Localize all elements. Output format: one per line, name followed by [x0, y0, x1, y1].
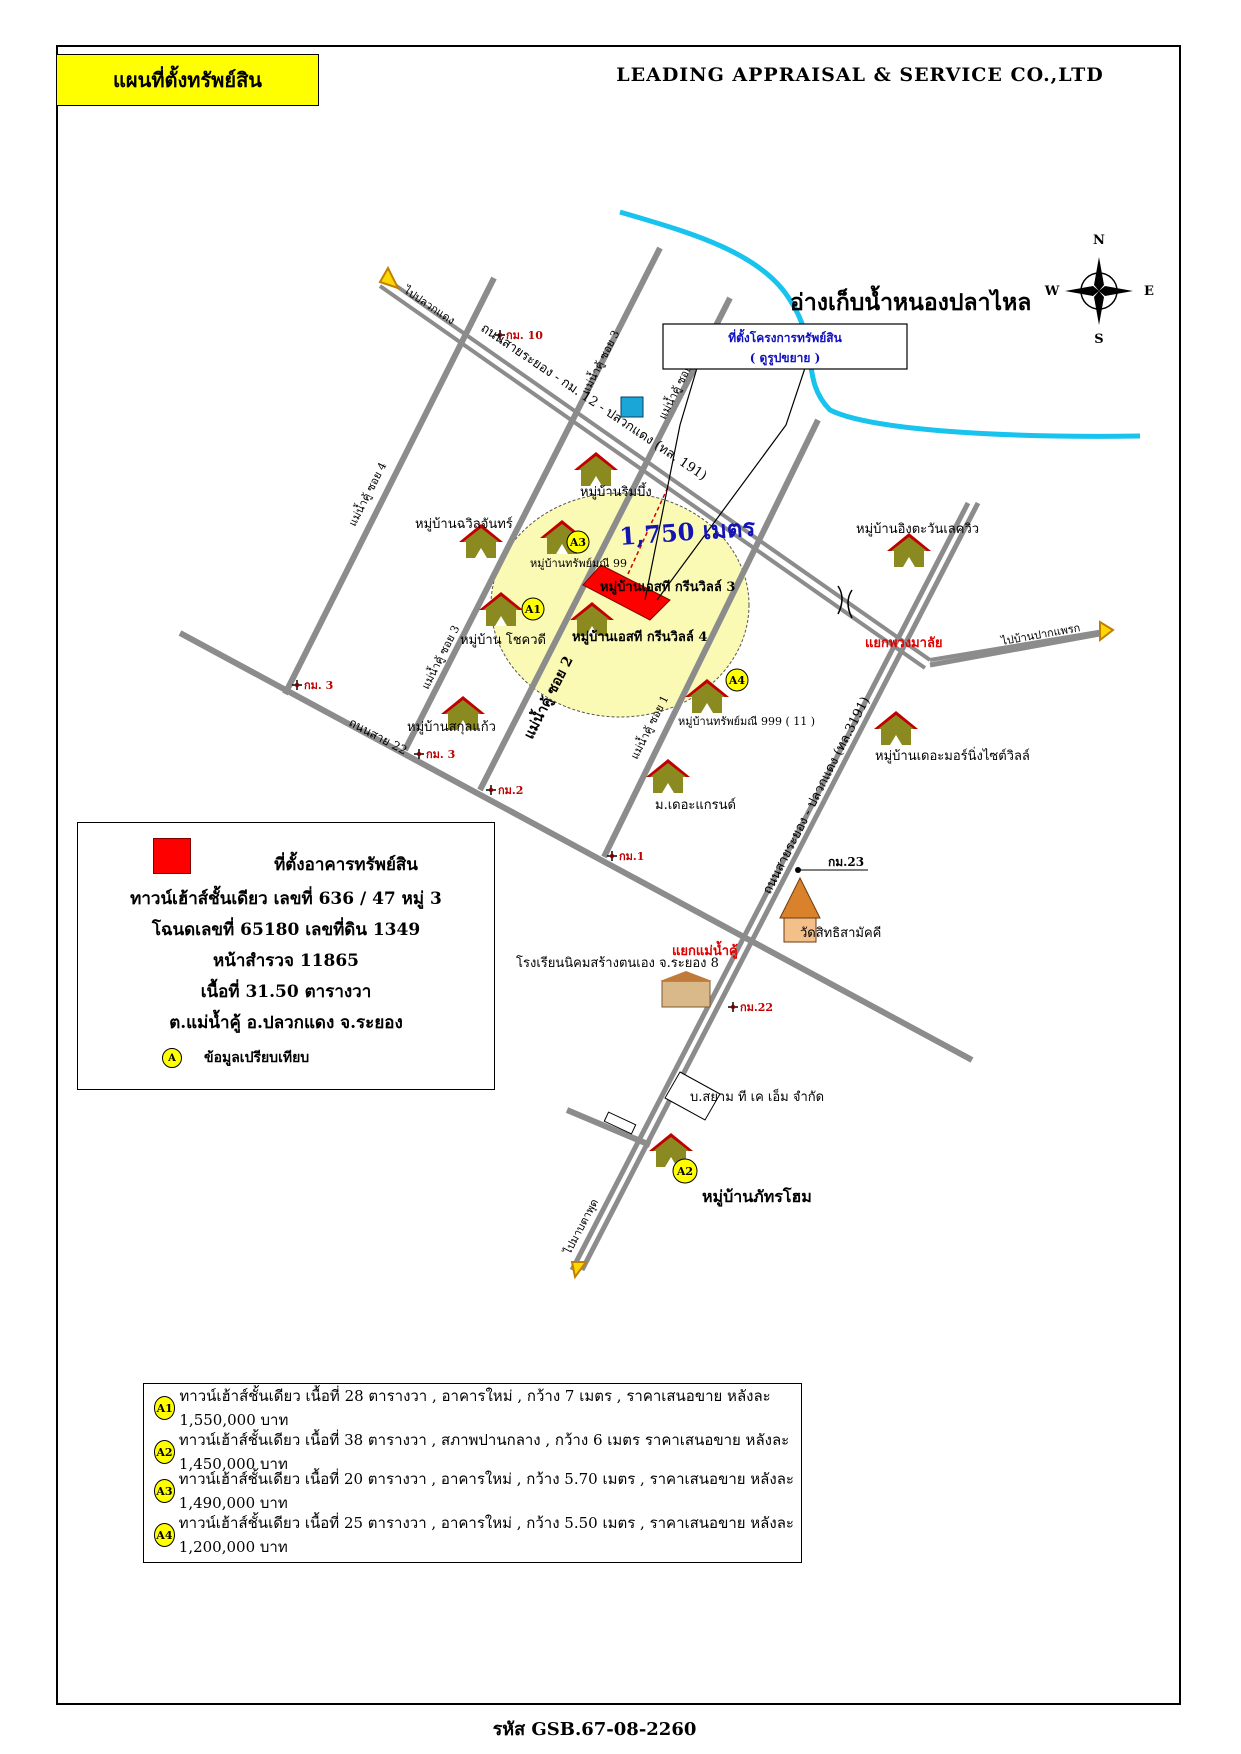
map-title: แผนที่ตั้งทรัพย์สิน [56, 54, 319, 106]
river [619, 209, 1141, 439]
soi-4-road [282, 276, 497, 696]
sth4-label: หมู่บ้านเอสที กรีนวิลล์ 4 [572, 629, 707, 645]
comparable-badge: A4 [154, 1523, 175, 1547]
km3a-label: กม. 3 [304, 679, 333, 692]
house-icon [887, 533, 931, 567]
legend-box: ที่ตั้งอาคารทรัพย์สิน ทาวน์เฮ้าส์ชั้นเดี… [77, 822, 495, 1090]
comparable-text: ทาวน์เฮ้าส์ชั้นเดียว เนื้อที่ 38 ตารางวา… [178, 1431, 790, 1473]
legend-line-2: ทาวน์เฮ้าส์ชั้นเดียว เลขที่ 636 / 47 หมู… [130, 889, 442, 909]
comparables-box: A1 ทาวน์เฮ้าส์ชั้นเดียว เนื้อที่ 28 ตารา… [143, 1383, 802, 1563]
temple-icon [779, 876, 821, 943]
side-road [565, 1107, 652, 1148]
comparable-text: ทาวน์เฮ้าส์ชั้นเดียว เนื้อที่ 20 ตารางวา… [178, 1470, 794, 1512]
road22-label: ถนนสาย 22 [347, 715, 410, 757]
compass-w: W [1044, 284, 1060, 299]
km3b-label: กม. 3 [426, 748, 455, 761]
badge-a2: A2 [676, 1165, 693, 1178]
km22-label: กม.22 [740, 1001, 773, 1014]
house-icon [874, 711, 918, 745]
km2-label: กม.2 [498, 784, 523, 797]
arrow-plak-phraek [1099, 620, 1115, 643]
comparable-text: ทาวน์เฮ้าส์ชั้นเดียว เนื้อที่ 28 ตารางวา… [179, 1387, 771, 1429]
comparable-badge: A2 [154, 1440, 175, 1464]
badge-a4: A4 [728, 674, 746, 687]
main-road-191 [378, 276, 1111, 670]
site-callout-line2: ( ดูรูปขยาย ) [750, 351, 821, 366]
compass-e: E [1144, 284, 1154, 299]
sakunkaew-label: หมู่บ้านสกุลแก้ว [407, 720, 496, 735]
water-icon [620, 396, 644, 418]
legend-line-1: ที่ตั้งอาคารทรัพย์สิน [274, 855, 418, 875]
comparable-badge: A1 [154, 1396, 176, 1420]
comparable-row: A2 ทาวน์เฮ้าส์ชั้นเดียว เนื้อที่ 38 ตารา… [154, 1431, 801, 1473]
km1-label: กม.1 [619, 850, 644, 863]
legend-line-4: หน้าสำรวจ 11865 [213, 951, 359, 971]
legend-line-7: ข้อมูลเปรียบเทียบ [204, 1050, 310, 1066]
comparable-text: ทาวน์เฮ้าส์ชั้นเดียว เนื้อที่ 25 ตารางวา… [178, 1514, 794, 1556]
legend-line-3: โฉนดเลขที่ 65180 เลขที่ดิน 1349 [151, 920, 421, 940]
compass-n: N [1093, 233, 1105, 248]
road-to-plak-phraek [929, 630, 1106, 668]
chokkhadee-label: หมู่บ้าน โชควดี [460, 632, 546, 648]
legend-line-6: ต.แม่น้ำคู้ อ.ปลวกแดง จ.ระยอง [169, 1013, 403, 1033]
soi3a-label: แม่น้ำคู้ ซอย 3 [577, 327, 622, 396]
sth3-label: หมู่บ้านเอสที กรีนวิลล์ 3 [600, 579, 735, 595]
sapmani99-label: หมู่บ้านทรัพย์มณี 99 [530, 557, 627, 570]
grand-label: ม.เดอะแกรนด์ [655, 797, 736, 813]
soi-3-road [402, 246, 663, 752]
comparable-row: A4 ทาวน์เฮ้าส์ชั้นเดียว เนื้อที่ 25 ตารา… [154, 1514, 801, 1556]
school-label: โรงเรียนนิคมสร้างตนเอง จ.ระยอง 8 [516, 955, 719, 971]
house-icon [574, 452, 618, 486]
legend-line-5: เนื้อที่ 31.50 ตารางวา [200, 982, 372, 1002]
sapmani999-label: หมู่บ้านทรัพย์มณี 999 ( 11 ) [678, 715, 815, 728]
wat-label: วัดสิทธิสามัคคี [800, 925, 881, 941]
badge-a3: A3 [569, 536, 586, 549]
bridge-mark [837, 585, 853, 619]
legend-badge: A [162, 1048, 182, 1068]
legend-site-swatch [153, 838, 191, 874]
arrow-map-ta-phut [570, 1261, 588, 1280]
road-22 [178, 630, 974, 1063]
factory-icon [603, 1071, 721, 1135]
ingtawan-label: หมู่บ้านอิงตะวันเลควิว [856, 522, 979, 537]
report-code: รหัส GSB.67-08-2260 [492, 1719, 697, 1740]
site-callout-line1: ที่ตั้งโครงการทรัพย์สิน [728, 328, 842, 345]
km23-label: กม.23 [828, 855, 864, 869]
reservoir-label: อ่างเก็บน้ำหนองปลาไหล [790, 285, 1031, 316]
arrow-pluak-daeng [378, 265, 400, 290]
theomorning-label: หมู่บ้านเดอะมอร์นิ่งไซต์วิลล์ [875, 747, 1030, 764]
soi-2-road [477, 296, 733, 792]
soi-1-road [601, 418, 821, 859]
km10-label: กม. 10 [506, 329, 543, 342]
comparable-row: A3 ทาวน์เฮ้าส์ชั้นเดียว เนื้อที่ 20 ตารา… [154, 1470, 801, 1512]
phattharahome-label: หมู่บ้านภัทรโฮม [702, 1186, 812, 1208]
comparable-badge: A3 [154, 1479, 175, 1503]
km-marker [485, 784, 497, 796]
badge-a1: A1 [524, 603, 541, 616]
distance-line [627, 486, 669, 575]
compass-icon [1065, 257, 1133, 325]
map-frame [56, 45, 1181, 1705]
school-icon [660, 971, 712, 1008]
site-callout [662, 323, 908, 370]
rimbueng-label: หมู่บ้านริมบึ้ง [580, 482, 652, 500]
km-marker [727, 1001, 739, 1013]
company-name: LEADING APPRAISAL & SERVICE CO.,LTD [616, 64, 1104, 86]
chawilachan-label: หมู่บ้านฉวิลจันทร์ [415, 516, 513, 532]
compass-s: S [1094, 332, 1103, 347]
siam-label: บ.สยาม ที เค เอ็ม จำกัด [690, 1087, 824, 1105]
comparable-row: A1 ทาวน์เฮ้าส์ชั้นเดียว เนื้อที่ 28 ตารา… [154, 1387, 801, 1429]
phuangmalai-junction: แยกพวงมาลัย [865, 636, 943, 651]
maenamkhu-junction: แยกแม่น้ำคู้ [672, 940, 738, 959]
callout-leader [644, 367, 698, 601]
